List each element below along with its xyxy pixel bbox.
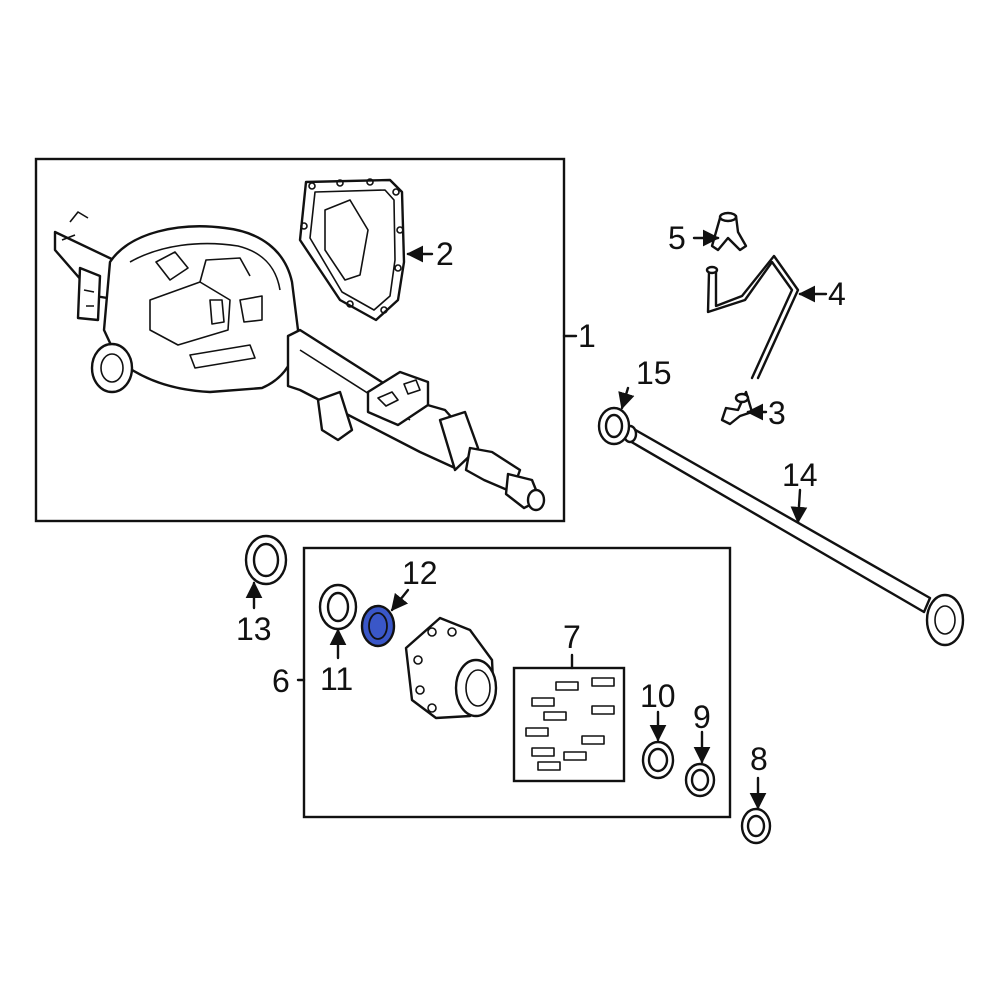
callout-6: 6 [272,663,290,699]
differential-cover [298,178,406,322]
callout-8: 8 [750,741,768,777]
wheel-bolts [525,677,615,771]
callout-12: 12 [402,555,438,591]
shaft-seal-ring [597,406,631,446]
axle-housing-illustration [53,211,546,512]
callout-7: 7 [563,619,581,655]
callout-4: 4 [828,276,846,312]
vent-cap [710,211,748,252]
vent-tube [705,254,800,380]
wheel-hub [404,616,498,720]
axle-housing-box [34,157,566,523]
hub-bearing-cup [641,740,675,780]
axle-shaft [622,424,965,647]
callout-9: 9 [693,699,711,735]
hub-assembly-box [302,546,732,819]
callout-15: 15 [636,355,672,391]
inner-bearing [318,583,358,631]
hub-bearing-cone [684,762,716,798]
callout-5: 5 [668,220,686,256]
vent-connector [720,390,754,426]
callout-13: 13 [236,611,272,647]
leader-lines [245,229,828,810]
hub-seal-highlighted[interactable] [360,604,396,648]
outer-hub-seal [740,807,772,845]
callout-3: 3 [768,395,786,431]
callout-2: 2 [436,236,454,272]
callout-1: 1 [578,318,596,354]
bolt-kit-box [512,666,626,783]
callout-10: 10 [640,678,676,714]
callout-11: 11 [320,661,353,697]
callout-14: 14 [782,457,818,493]
outer-bearing-race [244,534,288,586]
